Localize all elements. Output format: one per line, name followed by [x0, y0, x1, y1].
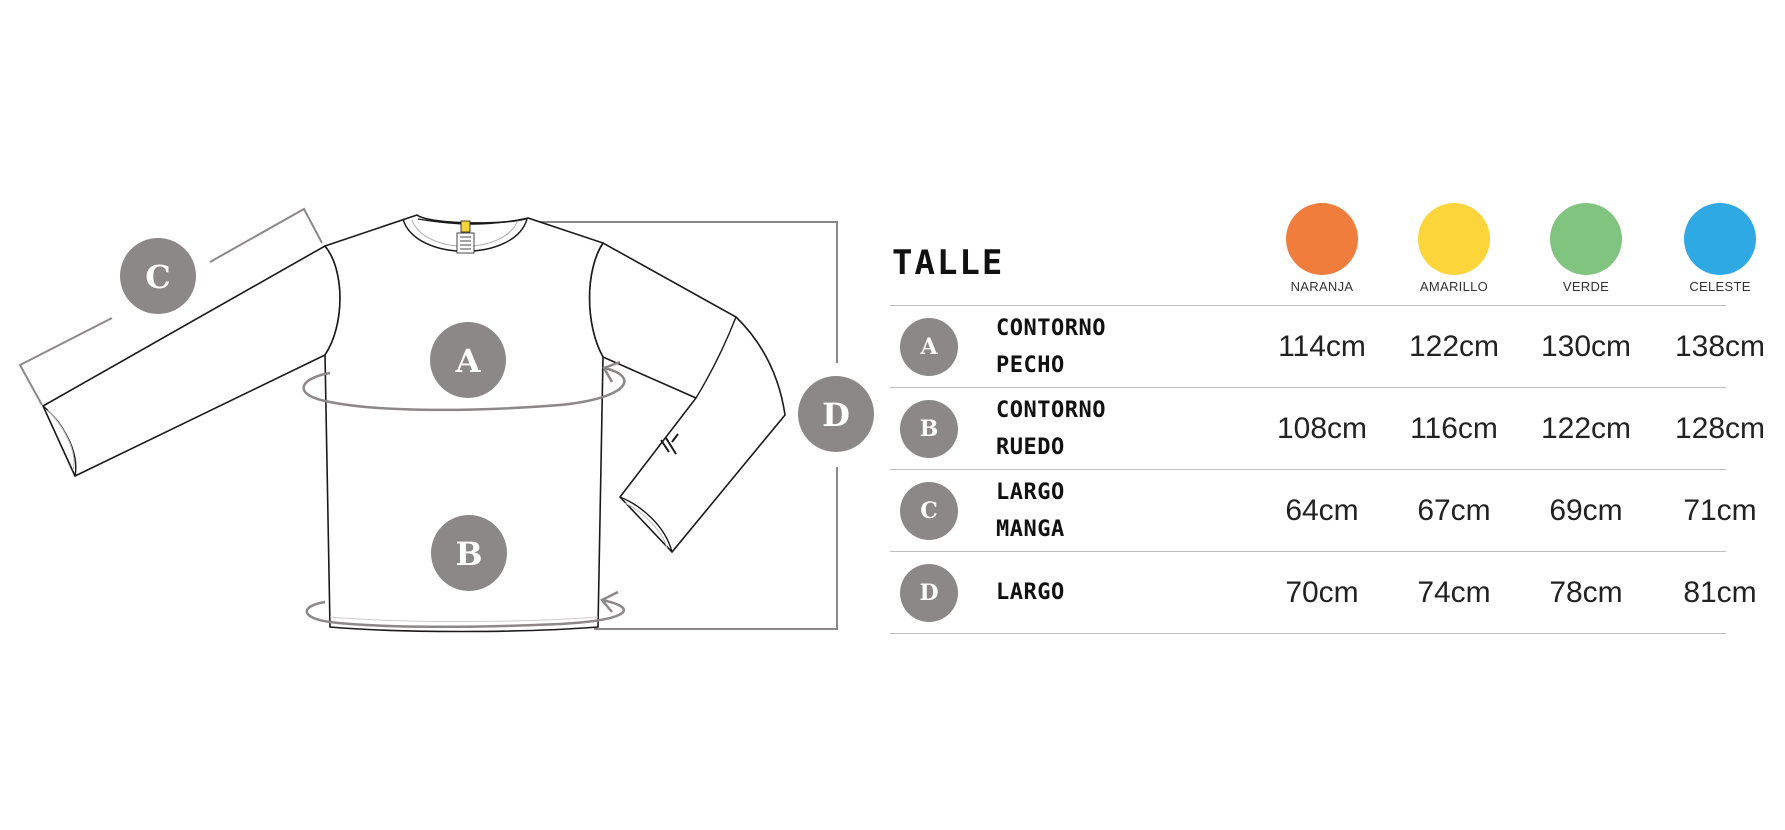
- value-amarillo: 116cm: [1410, 411, 1498, 445]
- row-label: LARGO MANGA: [996, 470, 1065, 551]
- row-label-line1: LARGO: [996, 580, 1065, 605]
- marker-a-circle: [430, 322, 506, 398]
- value-verde: 78cm: [1549, 575, 1623, 609]
- size-table: TALLE NARANJA AMARILLO VERDE CELESTE A C…: [890, 195, 1765, 634]
- marker-d-label: D: [822, 396, 850, 434]
- size-column-naranja: NARANJA: [1262, 203, 1382, 294]
- size-color-dot: [1550, 203, 1622, 275]
- length-guide-top: [520, 221, 838, 363]
- size-column-amarillo: AMARILLO: [1394, 203, 1514, 294]
- size-name: CELESTE: [1689, 279, 1751, 294]
- sleeve-logo-icon: [660, 433, 679, 455]
- row-letter-badge: C: [900, 482, 958, 540]
- value-amarillo: 122cm: [1408, 329, 1500, 363]
- right-elbow-line: [695, 316, 737, 399]
- right-sleeve: [588, 241, 786, 554]
- right-cuff-rib: [624, 502, 668, 549]
- sleeve-length-guide: [18, 317, 113, 406]
- size-table-title: TALLE: [892, 243, 1005, 283]
- value-celeste: 138cm: [1674, 329, 1766, 363]
- sweatshirt-drawing: C A B D: [18, 207, 874, 633]
- collar-back: [417, 217, 529, 225]
- row-label-line2: RUEDO: [996, 434, 1065, 460]
- row-label: CONTORNO RUEDO: [996, 388, 1106, 469]
- right-cuff: [619, 496, 673, 553]
- size-color-dot: [1418, 203, 1490, 275]
- marker-d-circle: [798, 376, 874, 452]
- value-naranja: 108cm: [1276, 411, 1368, 445]
- value-celeste: 71cm: [1683, 493, 1757, 527]
- row-label-line1: CONTORNO: [996, 397, 1106, 423]
- chest-measure-ellipse: [302, 366, 626, 412]
- table-row-b: B CONTORNO RUEDO 108cm 116cm 122cm 128cm: [890, 387, 1765, 469]
- row-label: LARGO: [996, 552, 1065, 633]
- value-naranja: 64cm: [1285, 493, 1359, 527]
- row-letter-badge: B: [900, 400, 958, 458]
- hem-measure-arrow: [600, 590, 619, 613]
- chest-measure-arrow: [602, 360, 621, 383]
- table-row-d: D LARGO 70cm 74cm 78cm 81cm: [890, 551, 1757, 634]
- row-letter-badge: D: [900, 564, 958, 622]
- value-naranja: 70cm: [1285, 575, 1359, 609]
- row-label-line1: LARGO: [996, 479, 1065, 505]
- value-celeste: 128cm: [1674, 411, 1766, 445]
- size-table-header: TALLE NARANJA AMARILLO VERDE CELESTE: [890, 195, 1756, 305]
- row-label-line1: CONTORNO: [996, 315, 1106, 341]
- value-naranja: 114cm: [1278, 329, 1366, 363]
- value-verde: 69cm: [1549, 493, 1623, 527]
- marker-b-circle: [431, 515, 507, 591]
- size-name: NARANJA: [1290, 279, 1354, 294]
- marker-b-label: B: [455, 535, 482, 573]
- size-name: VERDE: [1562, 279, 1610, 294]
- size-name: AMARILLO: [1419, 279, 1489, 294]
- row-letter-badge: A: [900, 318, 958, 376]
- marker-c-circle: [120, 238, 196, 314]
- value-celeste: 81cm: [1683, 575, 1757, 609]
- left-cuff-rib: [47, 409, 75, 471]
- sweatshirt-measurement-diagram: C A B D: [0, 0, 880, 830]
- value-amarillo: 67cm: [1417, 493, 1491, 527]
- table-row-a: A CONTORNO PECHO 114cm 122cm 130cm 138cm: [890, 305, 1765, 387]
- neck-tag: [460, 220, 471, 233]
- marker-a-label: A: [455, 342, 482, 380]
- value-verde: 130cm: [1540, 329, 1632, 363]
- row-label-line2: PECHO: [996, 352, 1065, 378]
- hem-measure-ellipse: [305, 598, 625, 629]
- value-amarillo: 74cm: [1417, 575, 1491, 609]
- size-column-celeste: CELESTE: [1660, 203, 1780, 294]
- length-guide-bottom: [594, 467, 838, 630]
- row-label-line2: MANGA: [996, 516, 1065, 542]
- size-column-verde: VERDE: [1526, 203, 1646, 294]
- size-color-dot: [1286, 203, 1358, 275]
- table-row-c: C LARGO MANGA 64cm 67cm 69cm 71cm: [890, 469, 1757, 551]
- hem-line: [329, 616, 599, 622]
- value-verde: 122cm: [1540, 411, 1632, 445]
- marker-c-label: C: [145, 258, 170, 296]
- care-label: [456, 232, 475, 254]
- size-color-dot: [1684, 203, 1756, 275]
- row-label: CONTORNO PECHO: [996, 306, 1106, 387]
- sleeve-length-guide-end: [209, 207, 323, 263]
